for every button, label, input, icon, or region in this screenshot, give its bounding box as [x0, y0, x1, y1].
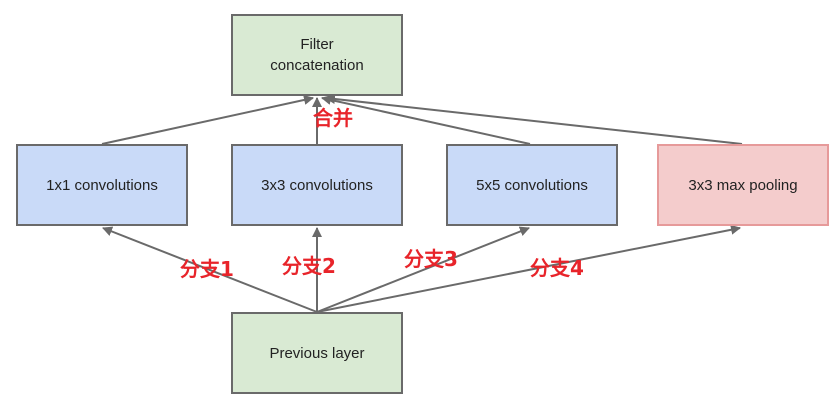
branch3-annotation: 分支3	[404, 247, 458, 271]
filter-concatenation-line1: Filter	[300, 36, 334, 53]
previous-layer-node: Previous layer	[231, 312, 403, 394]
conv-1x1-node: 1x1 convolutions	[16, 144, 188, 226]
filter-concatenation-line2: concatenation	[270, 57, 364, 74]
merge-annotation: 合并	[313, 106, 353, 130]
conv-1x1-label: 1x1 convolutions	[46, 176, 158, 194]
previous-layer-label: Previous layer	[269, 344, 365, 362]
filter-concatenation-node: Filter concatenation	[231, 14, 403, 96]
arrow-conv5-to-filter	[321, 95, 531, 145]
arrow-previous-to-conv1	[102, 226, 318, 313]
branch1-annotation: 分支1	[180, 257, 234, 281]
branch4-annotation: 分支4	[530, 256, 584, 280]
arrow-previous-to-pool	[316, 224, 741, 313]
conv-5x5-node: 5x5 convolutions	[446, 144, 618, 226]
arrow-previous-to-conv5	[316, 226, 530, 313]
conv-3x3-node: 3x3 convolutions	[231, 144, 403, 226]
branch2-annotation: 分支2	[282, 254, 336, 278]
conv-3x3-label: 3x3 convolutions	[261, 176, 373, 194]
max-pooling-node: 3x3 max pooling	[657, 144, 829, 226]
arrow-pool-to-filter	[325, 94, 743, 145]
max-pooling-label: 3x3 max pooling	[688, 176, 798, 194]
arrow-conv1-to-filter	[101, 95, 314, 145]
conv-5x5-label: 5x5 convolutions	[476, 176, 588, 194]
